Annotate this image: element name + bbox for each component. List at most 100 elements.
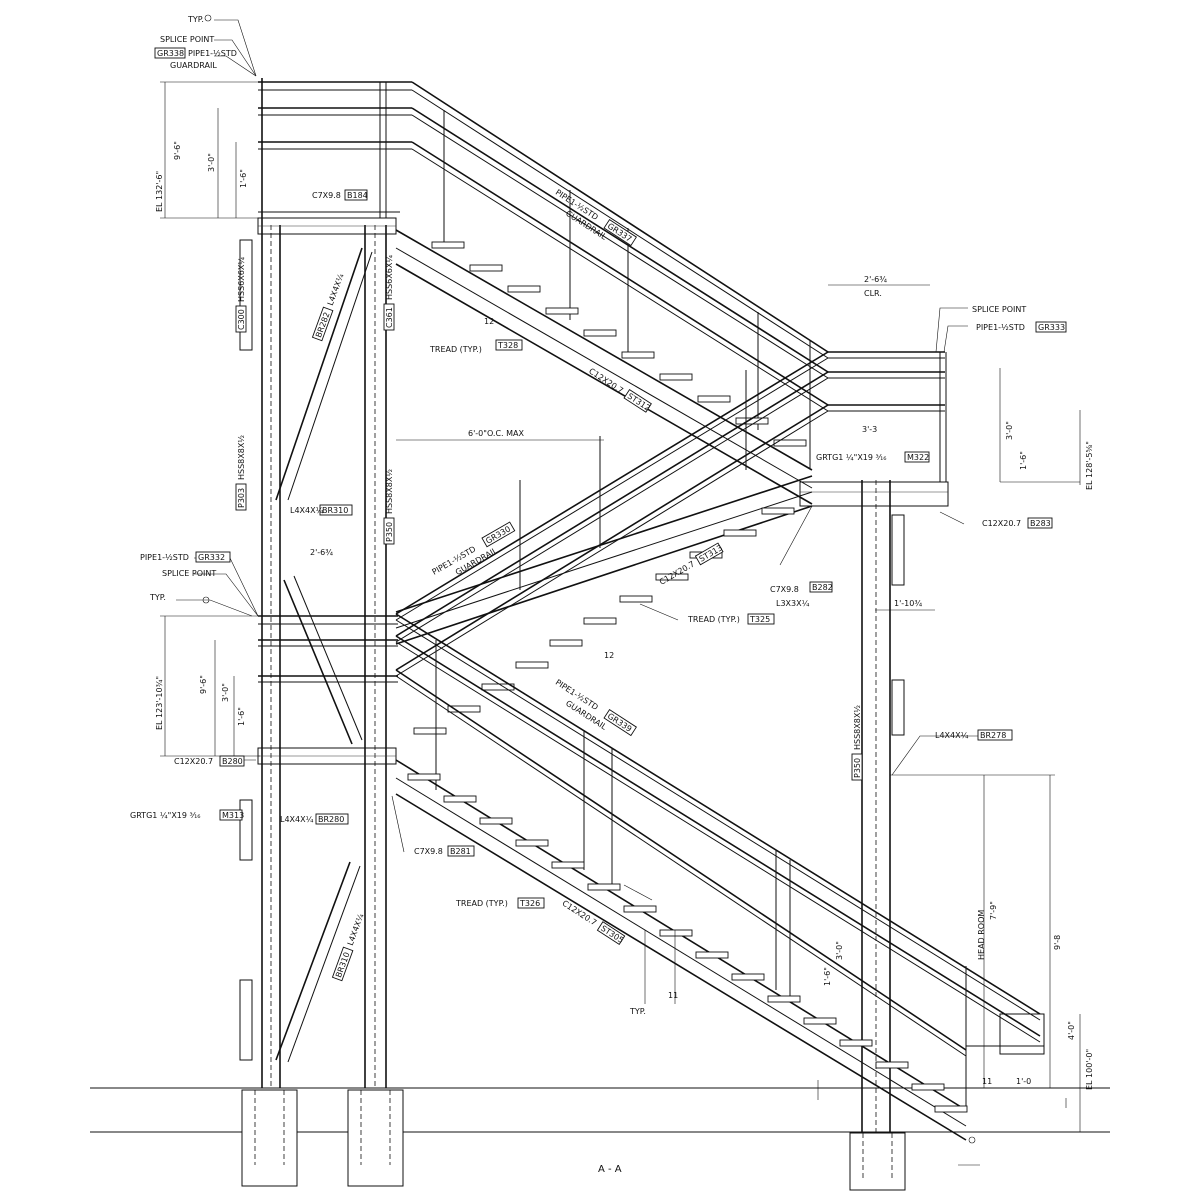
- b-mark-mid: B280: [222, 757, 243, 766]
- dim-3-0-mid: 3'-0": [221, 683, 230, 702]
- posts: [239, 78, 905, 1133]
- dim-12-upper: 12: [484, 317, 494, 326]
- b-mark-top: B184: [347, 191, 368, 200]
- c-mark-2: C361: [385, 307, 394, 328]
- head-room-label: HEAD ROOM: [977, 910, 986, 960]
- hss-small-label-2: HSS6X6X¼: [385, 255, 394, 300]
- m-mark-2: M322: [907, 453, 929, 462]
- pipe-label-mid: PIPE1-½STD: [140, 553, 189, 562]
- dim-3-0-right: 3'-0": [1005, 421, 1014, 440]
- grating-label-2: GRTG1 ¼"X19 ³⁄₁₆: [816, 453, 887, 462]
- st-mark-1: ST312: [626, 392, 652, 413]
- dim-1-10: 1'-10¾: [894, 599, 922, 608]
- dim-3-3: 3'-3: [862, 425, 877, 434]
- post-center: [364, 225, 387, 1088]
- b-mark-mid2: B281: [450, 847, 471, 856]
- foundation-right: [849, 1132, 906, 1191]
- dim-2-6-left: 2'-6¾: [310, 548, 333, 557]
- rotated-callouts: GR337 PIPE1-½STD GUARDRAIL GR330 PIPE1-½…: [235, 188, 986, 982]
- c12-label-diag2: C12X20.7: [658, 559, 696, 586]
- splice-point-label-top: SPLICE POINT: [160, 35, 214, 44]
- typ-label-mid: TYP.: [149, 593, 166, 602]
- st-mark-3: ST305: [599, 924, 625, 945]
- el-base-label: EL 100'-0": [1085, 1049, 1094, 1090]
- p-mark-2: P350: [385, 522, 394, 542]
- guardrail-label-top: GUARDRAIL: [170, 61, 217, 70]
- dim-11-bottom: 11: [668, 991, 678, 1000]
- c-mark-1: C300: [237, 309, 246, 330]
- l4-label-2: L4X4X¼: [935, 731, 969, 740]
- dim-1-6-top: 1'-6": [239, 169, 248, 188]
- br-mark-1: BR280: [318, 815, 344, 824]
- dim-7-9: 7'-9": [989, 901, 998, 920]
- c7-label-mid: C7X9.8: [414, 847, 443, 856]
- view-title: A - A: [598, 1164, 622, 1175]
- l3-label: L3X3X¼: [776, 599, 810, 608]
- foundation-left: [241, 1089, 298, 1187]
- gr-mark-top: GR338: [157, 49, 184, 58]
- dim-9-6-top: 9'-6": [173, 141, 182, 160]
- hss-small-label-1: HSS6X6X¼: [237, 257, 246, 302]
- c7-label-top: C7X9.8: [312, 191, 341, 200]
- t-mark-2: T325: [749, 615, 770, 624]
- pipe-label-top: PIPE1-½STD: [188, 49, 237, 58]
- p-mark-3: P350: [853, 758, 862, 778]
- dim-1-6-right: 1'-6": [1019, 451, 1028, 470]
- foundations: [241, 1089, 906, 1191]
- stair-flight-lower: [395, 613, 1045, 1141]
- braces: [275, 247, 373, 1063]
- l4-label-4: L4X4X¼: [326, 272, 346, 307]
- br-mark-3: BR310: [322, 506, 348, 515]
- pipe-label-right: PIPE1-½STD: [976, 323, 1025, 332]
- gr-mark-right: GR333: [1038, 323, 1065, 332]
- dim-1-0: 1'-0: [1016, 1077, 1031, 1086]
- splice-point-label-right: SPLICE POINT: [972, 305, 1026, 314]
- hss-post-label-2: HSS8X8X½: [385, 469, 394, 514]
- stair-flight-upper: [395, 81, 829, 505]
- t-mark-1: T328: [497, 341, 518, 350]
- dim-1-6-lower: 1'-6": [823, 967, 832, 986]
- dim-2-6-top: 2'-6¾: [864, 275, 887, 284]
- dim-12-middle: 12: [604, 651, 614, 660]
- dim-11-right: 11: [982, 1077, 992, 1086]
- callouts: TYP. SPLICE POINT GR338 PIPE1-½STD GUARD…: [130, 15, 1067, 1175]
- el-right-label: EL 128'-5⅝": [1085, 441, 1094, 490]
- post-right: [861, 480, 891, 1133]
- dim-9-8: 9'-8: [1053, 935, 1062, 950]
- dim-3-0-top: 3'-0": [207, 153, 216, 172]
- dim-4-0: 4'-0": [1067, 1021, 1076, 1040]
- typ-label-top: TYP.: [187, 15, 204, 24]
- post-left: [261, 78, 281, 1088]
- el-mid-label: EL 123'-10¾": [155, 676, 164, 730]
- spacing-label: 6'-0"O.C. MAX: [468, 429, 525, 438]
- c7-label-right: C7X9.8: [770, 585, 799, 594]
- l4-label-3: L4X4X¼: [290, 506, 324, 515]
- tread-label-1: TREAD (TYP.): [429, 345, 482, 354]
- p-mark-1: P303: [237, 488, 246, 508]
- dim-9-6-mid: 9'-6": [199, 675, 208, 694]
- gr-mark-diag3: GR339: [606, 712, 634, 734]
- t-mark-3: T326: [519, 899, 540, 908]
- b-mark-right2: B282: [812, 583, 833, 592]
- c12-label-diag1: C12X20.7: [587, 367, 625, 396]
- hss-post-label-1: HSS8X8X½: [237, 435, 246, 480]
- el-top-label: EL 132'-6": [155, 171, 164, 212]
- l4-label-5: L4X4X¼: [346, 912, 366, 947]
- gr-mark-mid: GR332: [198, 553, 225, 562]
- c12-label-right: C12X20.7: [982, 519, 1021, 528]
- br-mark-2: BR278: [980, 731, 1006, 740]
- dimension-texts: 9'-6" 3'-0" 1'-6" EL 132'-6" 9'-6" 3'-0"…: [155, 141, 1094, 1090]
- m-mark-1: M313: [222, 811, 244, 820]
- clr-label: CLR.: [864, 289, 882, 298]
- hss-post-label-3: HSS8X8X½: [853, 705, 862, 750]
- mid-platform: [257, 615, 398, 765]
- grating-label-1: GRTG1 ¼"X19 ³⁄₁₆: [130, 811, 201, 820]
- l4-label-1: L4X4X¼: [280, 815, 314, 824]
- c12-label-mid: C12X20.7: [174, 757, 213, 766]
- dim-1-6-mid: 1'-6": [237, 707, 246, 726]
- upper-platform: [257, 81, 412, 235]
- splice-point-label-mid: SPLICE POINT: [162, 569, 216, 578]
- tread-label-3: TREAD (TYP.): [455, 899, 508, 908]
- right-platform: [799, 351, 949, 507]
